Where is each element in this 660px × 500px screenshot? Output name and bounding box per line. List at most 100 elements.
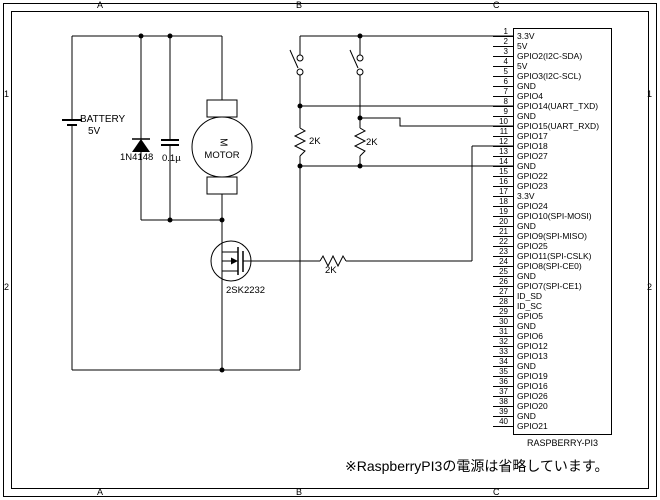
rpi-pin-number: 25 xyxy=(499,267,508,276)
capacitor-symbol xyxy=(161,139,179,146)
frame-col-b-bottom: B xyxy=(296,487,303,497)
rpi-pin-number: 4 xyxy=(503,57,508,66)
rpi-pin-number: 20 xyxy=(499,217,508,226)
frame-row-2-left: 2 xyxy=(4,282,10,292)
resistor-2-symbol xyxy=(353,127,367,157)
resistor-3-value: 2K xyxy=(325,265,337,276)
rpi-pin-label: GPIO19 xyxy=(517,371,548,381)
rpi-pin-number: 39 xyxy=(499,407,508,416)
rpi-pin-number: 16 xyxy=(499,177,508,186)
switch-2-symbol xyxy=(349,49,364,76)
rpi-pin-label: GPIO7(SPI-CE1) xyxy=(517,281,582,291)
mosfet-symbol xyxy=(210,240,252,282)
resistor-1-symbol xyxy=(293,127,307,157)
rpi-pin-number: 26 xyxy=(499,277,508,286)
rpi-pin-label: ID_SD xyxy=(517,291,543,301)
rpi-pin-label: GPIO9(SPI-MISO) xyxy=(517,231,587,241)
rpi-pin-label: GND xyxy=(517,361,536,371)
capacitor-label: 0.1µ xyxy=(162,153,181,164)
rpi-pin-label: GPIO13 xyxy=(517,351,548,361)
rpi-pin-number: 11 xyxy=(499,127,508,136)
rpi-pin-number: 5 xyxy=(503,67,508,76)
schematic-note: ※RaspberryPI3の電源は省略しています。 xyxy=(345,458,609,474)
rpi-pin-label: 3.3V xyxy=(517,191,535,201)
rpi-pin-label: GPIO11(SPI-CSLK) xyxy=(517,251,592,261)
rpi-pin-label: GPIO16 xyxy=(517,381,548,391)
wires xyxy=(71,35,513,371)
rpi-pin-number: 13 xyxy=(499,147,508,156)
rpi-pin-number: 34 xyxy=(499,357,508,366)
battery-label: BATTERY xyxy=(80,114,126,125)
rpi-pin-label: GND xyxy=(517,81,536,91)
rpi-pin-number: 35 xyxy=(499,367,508,376)
rpi-pin-label: GND xyxy=(517,271,536,281)
rpi-pin-label: GPIO2(I2C-SDA) xyxy=(517,51,583,61)
rpi-pin-label: 5V xyxy=(517,61,528,71)
rpi-pin-label: GND xyxy=(517,161,536,171)
rpi-pin-number: 23 xyxy=(499,247,508,256)
junction-dots xyxy=(138,33,363,373)
rpi-pin-number: 32 xyxy=(499,337,508,346)
rpi-pin-label: 5V xyxy=(517,41,528,51)
battery-symbol xyxy=(62,119,82,126)
rpi-pin-stubs xyxy=(493,36,513,427)
rpi-pin-label: GND xyxy=(517,321,536,331)
rpi-pin-number: 40 xyxy=(499,417,508,426)
rpi-box xyxy=(513,28,612,435)
rpi-pin-label: GPIO27 xyxy=(517,151,548,161)
rpi-pin-label: GPIO24 xyxy=(517,201,548,211)
rpi-pin-number: 28 xyxy=(499,297,508,306)
rpi-pin-label: GPIO25 xyxy=(517,241,548,251)
rpi-pin-number: 31 xyxy=(499,327,508,336)
rpi-pin-label: GPIO5 xyxy=(517,311,543,321)
frame-col-b-top: B xyxy=(296,0,303,10)
rpi-name: RASPBERRY-PI3 xyxy=(526,438,599,448)
rpi-pin-number: 3 xyxy=(503,47,508,56)
rpi-pin-label: 3.3V xyxy=(517,31,535,41)
rpi-pin-label: GPIO15(UART_RXD) xyxy=(517,121,600,131)
frame-col-a-top: A xyxy=(97,0,104,10)
motor-m-symbol: M xyxy=(217,138,229,147)
rpi-pin-number: 22 xyxy=(499,237,508,246)
rpi-pin-label: GND xyxy=(517,111,536,121)
rpi-pin-label: GPIO8(SPI-CE0) xyxy=(517,261,582,271)
diode-label: 1N4148 xyxy=(120,152,154,163)
rpi-pin-label: GND xyxy=(517,411,536,421)
rpi-pin-number: 33 xyxy=(499,347,508,356)
rpi-pin-label: GPIO21 xyxy=(517,421,548,431)
frame-row-1-left: 1 xyxy=(4,89,10,99)
rpi-pin-label: GPIO23 xyxy=(517,181,548,191)
rpi-pin-number: 9 xyxy=(503,107,508,116)
rpi-pin-number: 24 xyxy=(499,257,508,266)
rpi-pin-number: 14 xyxy=(499,157,508,166)
frame-col-a-bottom: A xyxy=(97,487,104,497)
rpi-pin-number: 19 xyxy=(499,207,508,216)
rpi-pin-number: 36 xyxy=(499,377,508,386)
rpi-pin-number: 17 xyxy=(499,187,508,196)
rpi-pin-number: 7 xyxy=(503,87,508,96)
rpi-pin-number: 30 xyxy=(499,317,508,326)
rpi-pin-number: 2 xyxy=(503,37,508,46)
rpi-pin-number: 29 xyxy=(499,307,508,316)
rpi-pin-number: 6 xyxy=(503,77,508,86)
rpi-pin-number: 37 xyxy=(499,387,508,396)
rpi-pin-number: 15 xyxy=(499,167,508,176)
rpi-pin-number: 18 xyxy=(499,197,508,206)
frame-row-1-right: 1 xyxy=(647,89,653,99)
motor-symbol xyxy=(191,99,253,195)
rpi-pin-number: 12 xyxy=(499,137,508,146)
rpi-pin-number: 27 xyxy=(499,287,508,296)
rpi-pin-label: GPIO22 xyxy=(517,171,548,181)
rpi-pin-label: GPIO26 xyxy=(517,391,548,401)
frame-col-c-bottom: C xyxy=(493,487,500,497)
rpi-pin-number: 10 xyxy=(499,117,508,126)
rpi-pin-label: ID_SC xyxy=(517,301,543,311)
frame-col-c-top: C xyxy=(493,0,500,10)
rpi-pin-number: 8 xyxy=(503,97,508,106)
motor-label: MOTOR xyxy=(204,150,240,161)
switch-1-symbol xyxy=(289,49,304,76)
rpi-pin-label: GND xyxy=(517,221,536,231)
